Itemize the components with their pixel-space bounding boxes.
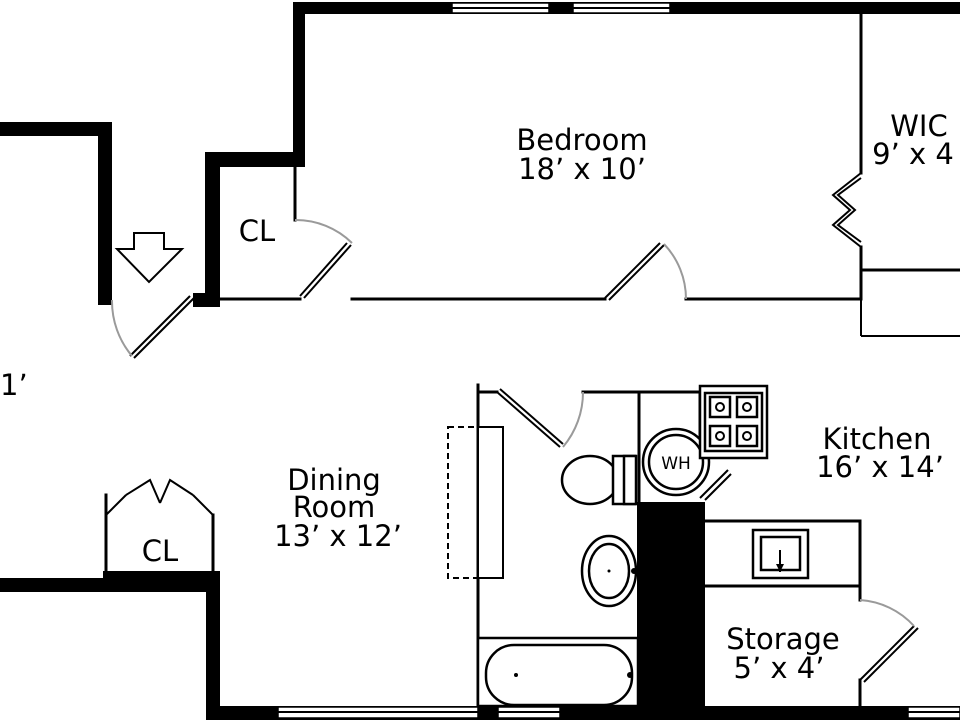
bedroom-name: Bedroom xyxy=(516,123,647,157)
stove-icon xyxy=(698,384,769,460)
dining-closet-name: CL xyxy=(142,534,178,568)
door-storage xyxy=(859,599,919,683)
water-heater-label: WH xyxy=(661,454,691,474)
wall-bedroom-left-upper xyxy=(293,2,305,167)
wall-dining-closet-bottom xyxy=(103,571,220,579)
kitchen-dims: 16’ x 14’ xyxy=(816,450,944,484)
wall-left-top-vertical xyxy=(98,122,112,305)
door-water-heater xyxy=(699,469,732,501)
door-bedroom xyxy=(604,242,687,301)
bedroom-closet-name: CL xyxy=(239,214,275,248)
door-bathroom xyxy=(496,388,585,448)
door-entry xyxy=(110,295,195,359)
dining-name-line2: Room xyxy=(293,490,376,524)
wall-lower-left-horizontal xyxy=(0,578,220,592)
fixtures: WH xyxy=(447,384,810,708)
water-heater-icon: WH xyxy=(641,427,711,497)
doors xyxy=(110,172,919,683)
wall-closet-corner xyxy=(193,293,220,307)
wall-step-vertical xyxy=(205,152,220,307)
entry-arrow-icon xyxy=(114,232,185,284)
wall-left-top-horizontal xyxy=(0,122,112,136)
kitchen-name: Kitchen xyxy=(823,422,932,456)
wall-chase xyxy=(637,502,705,720)
bathroom-sink-icon xyxy=(580,534,638,608)
wall-lower-left-vertical xyxy=(206,578,220,720)
door-wic-bifold xyxy=(831,172,862,248)
room-labels: Bedroom 18’ x 10’ WIC 9’ x 4 CL 1’ Dinin… xyxy=(0,109,954,685)
bathtub-icon xyxy=(476,636,640,708)
door-bedroom-closet xyxy=(294,218,353,299)
wall-step-horizontal xyxy=(205,152,305,167)
storage-name: Storage xyxy=(726,622,839,656)
wic-dims: 9’ x 4 xyxy=(872,137,954,171)
kitchen-sink-icon xyxy=(751,528,810,580)
windows xyxy=(277,2,960,719)
interior-walls xyxy=(104,12,960,708)
door-dining-closet xyxy=(125,478,194,504)
living-dims-fragment: 1’ xyxy=(0,368,28,402)
dining-name-line1: Dining xyxy=(287,463,381,497)
bedroom-dims: 18’ x 10’ xyxy=(518,152,646,186)
toilet-icon xyxy=(560,454,638,506)
wic-name: WIC xyxy=(890,109,947,143)
dining-dims: 13’ x 12’ xyxy=(274,519,402,553)
storage-dims: 5’ x 4’ xyxy=(734,651,825,685)
